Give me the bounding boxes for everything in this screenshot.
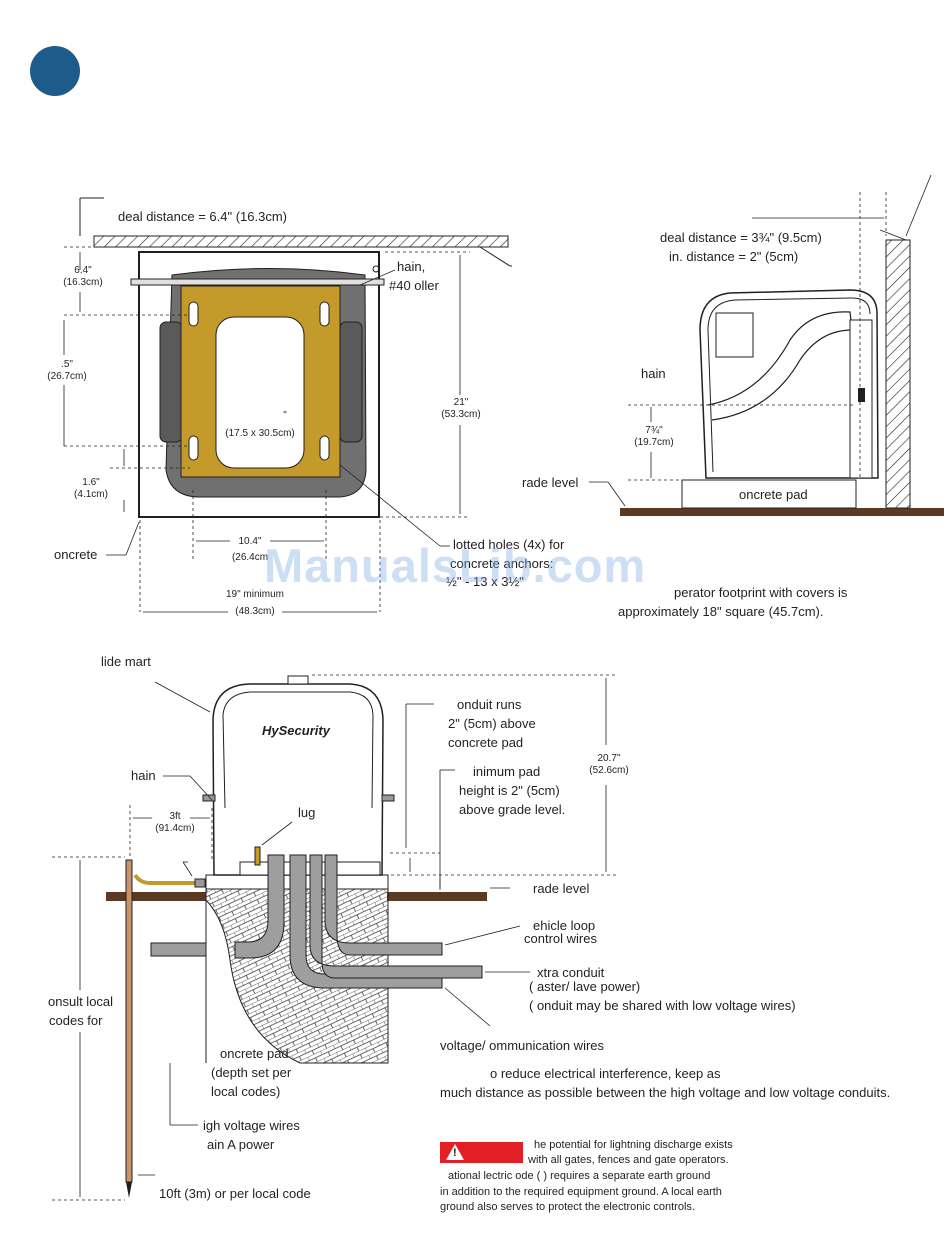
chain-label: hain [131, 768, 156, 783]
gate-post [885, 239, 911, 509]
ten-ft-label: 10ft (3m) or per local code [159, 1186, 311, 1201]
vehicle-loop-2: control wires [524, 931, 597, 946]
warning-2: with all gates, fences and gate operator… [528, 1154, 729, 1166]
conduit-runs-3: concrete pad [448, 735, 524, 750]
chain-rail [130, 278, 385, 286]
min-pad-2: height is 2" (5cm) [459, 783, 560, 798]
warning-icon [446, 1144, 464, 1160]
min-pad-1: inimum pad [473, 764, 541, 779]
warning-badge: ! [440, 1142, 523, 1163]
watermark: ManualsLib.com [264, 539, 647, 592]
gate-panel [93, 235, 509, 248]
extra-conduit-3: ( onduit may be shared with low voltage … [529, 998, 796, 1013]
side-min-distance: in. distance = 2" (5cm) [669, 249, 799, 264]
dim-21: 21"(53.3cm) [441, 397, 481, 420]
slotted-holes-3: ½" - 13 x 3½" [446, 574, 524, 589]
concrete-pad-1: oncrete pad [220, 1046, 289, 1061]
ideal-distance-label: deal distance = 6.4" (16.3cm) [118, 209, 288, 224]
conduit-left [234, 854, 285, 959]
consult-local-1: onsult local [48, 994, 114, 1009]
grade-slab [620, 508, 944, 516]
dim-10-4: 10.4"(26.4cm [231, 536, 269, 563]
high-voltage-2: ain A power [207, 1137, 275, 1152]
side-chain-label: hain [641, 366, 666, 381]
ground-rod [125, 859, 133, 1183]
plan-view [63, 197, 512, 613]
concrete-label: oncrete [54, 547, 98, 562]
concrete-pad-side [681, 479, 857, 509]
interference-1: o reduce electrical interference, keep a… [490, 1066, 721, 1081]
conduit-stub-left [150, 942, 207, 957]
conduit-runs-2: 2" (5cm) above [448, 716, 536, 731]
comm-wires-label: voltage/ ommunication wires [440, 1038, 605, 1053]
slot-hole [319, 301, 330, 327]
elevation-view [52, 674, 618, 1201]
warning-5: ground also serves to protect the electr… [440, 1201, 695, 1213]
grade-level: rade level [533, 881, 590, 896]
warning-3: ational lectric ode ( ) requires a separ… [448, 1170, 711, 1182]
side-grade-level: rade level [522, 475, 579, 490]
dim-6-4: 6.4"(16.3cm) [63, 265, 103, 288]
footprint-note-2: approximately 18" square (45.7cm). [618, 604, 824, 619]
operator-front [212, 683, 384, 876]
section-badge [30, 46, 80, 96]
grade-bar-right [387, 892, 487, 901]
chain-roller-label-1: hain, [397, 259, 426, 274]
conduit-right [324, 854, 443, 956]
pad-opening-dim-1: " [283, 410, 287, 421]
consult-local-2: codes for [49, 1013, 103, 1028]
chain-roller-label-2: #40 oller [389, 278, 439, 293]
concrete-pad-3: local codes) [211, 1084, 281, 1099]
chain-side [858, 388, 865, 402]
dim-19: 19" minimum(48.3cm) [225, 589, 284, 617]
warning-1: he potential for lightning discharge exi… [534, 1139, 733, 1151]
dim-20-7: 20.7"(52.6cm) [589, 753, 629, 776]
slot-hole [188, 435, 199, 461]
dim-10-5: .5"(26.7cm) [47, 359, 87, 382]
side-ideal-distance: deal distance = 3¾" (9.5cm) [660, 230, 822, 245]
dim-1-6: 1.6"(4.1cm) [74, 477, 108, 500]
lug-label: lug [298, 805, 316, 820]
grade-bar-left [106, 892, 206, 901]
conduit-runs-1: onduit runs [457, 697, 522, 712]
conduit-mid [309, 854, 483, 979]
vehicle-loop-1: ehicle loop [533, 918, 596, 933]
dim-3ft: 3ft(91.4cm) [155, 811, 195, 834]
interference-2: much distance as possible between the hi… [440, 1085, 891, 1100]
footprint-note-1: perator footprint with covers is [674, 585, 848, 600]
min-pad-3: above grade level. [459, 802, 566, 817]
brand-logo: HySecurity [262, 723, 330, 738]
side-concrete-pad: oncrete pad [739, 487, 808, 502]
slotted-holes-2: concrete anchors: [450, 556, 554, 571]
slotted-holes-1: lotted holes (4x) for [453, 537, 565, 552]
high-voltage-1: igh voltage wires [203, 1118, 300, 1133]
pad-opening-dim-2: (17.5 x 30.5cm) [225, 428, 295, 439]
slot-hole [319, 435, 330, 461]
extra-conduit-1: xtra conduit [537, 965, 605, 980]
concrete-square [138, 251, 380, 518]
dim-7-75: 7¾"(19.7cm) [634, 425, 674, 448]
extra-conduit-2: ( aster/ lave power) [529, 979, 641, 994]
warning-4: in addition to the required equipment gr… [440, 1186, 722, 1198]
slide-smart-label: lide mart [101, 654, 151, 669]
slot-hole [188, 301, 199, 327]
concrete-pad-2: (depth set per [211, 1065, 292, 1080]
side-view [589, 174, 944, 516]
